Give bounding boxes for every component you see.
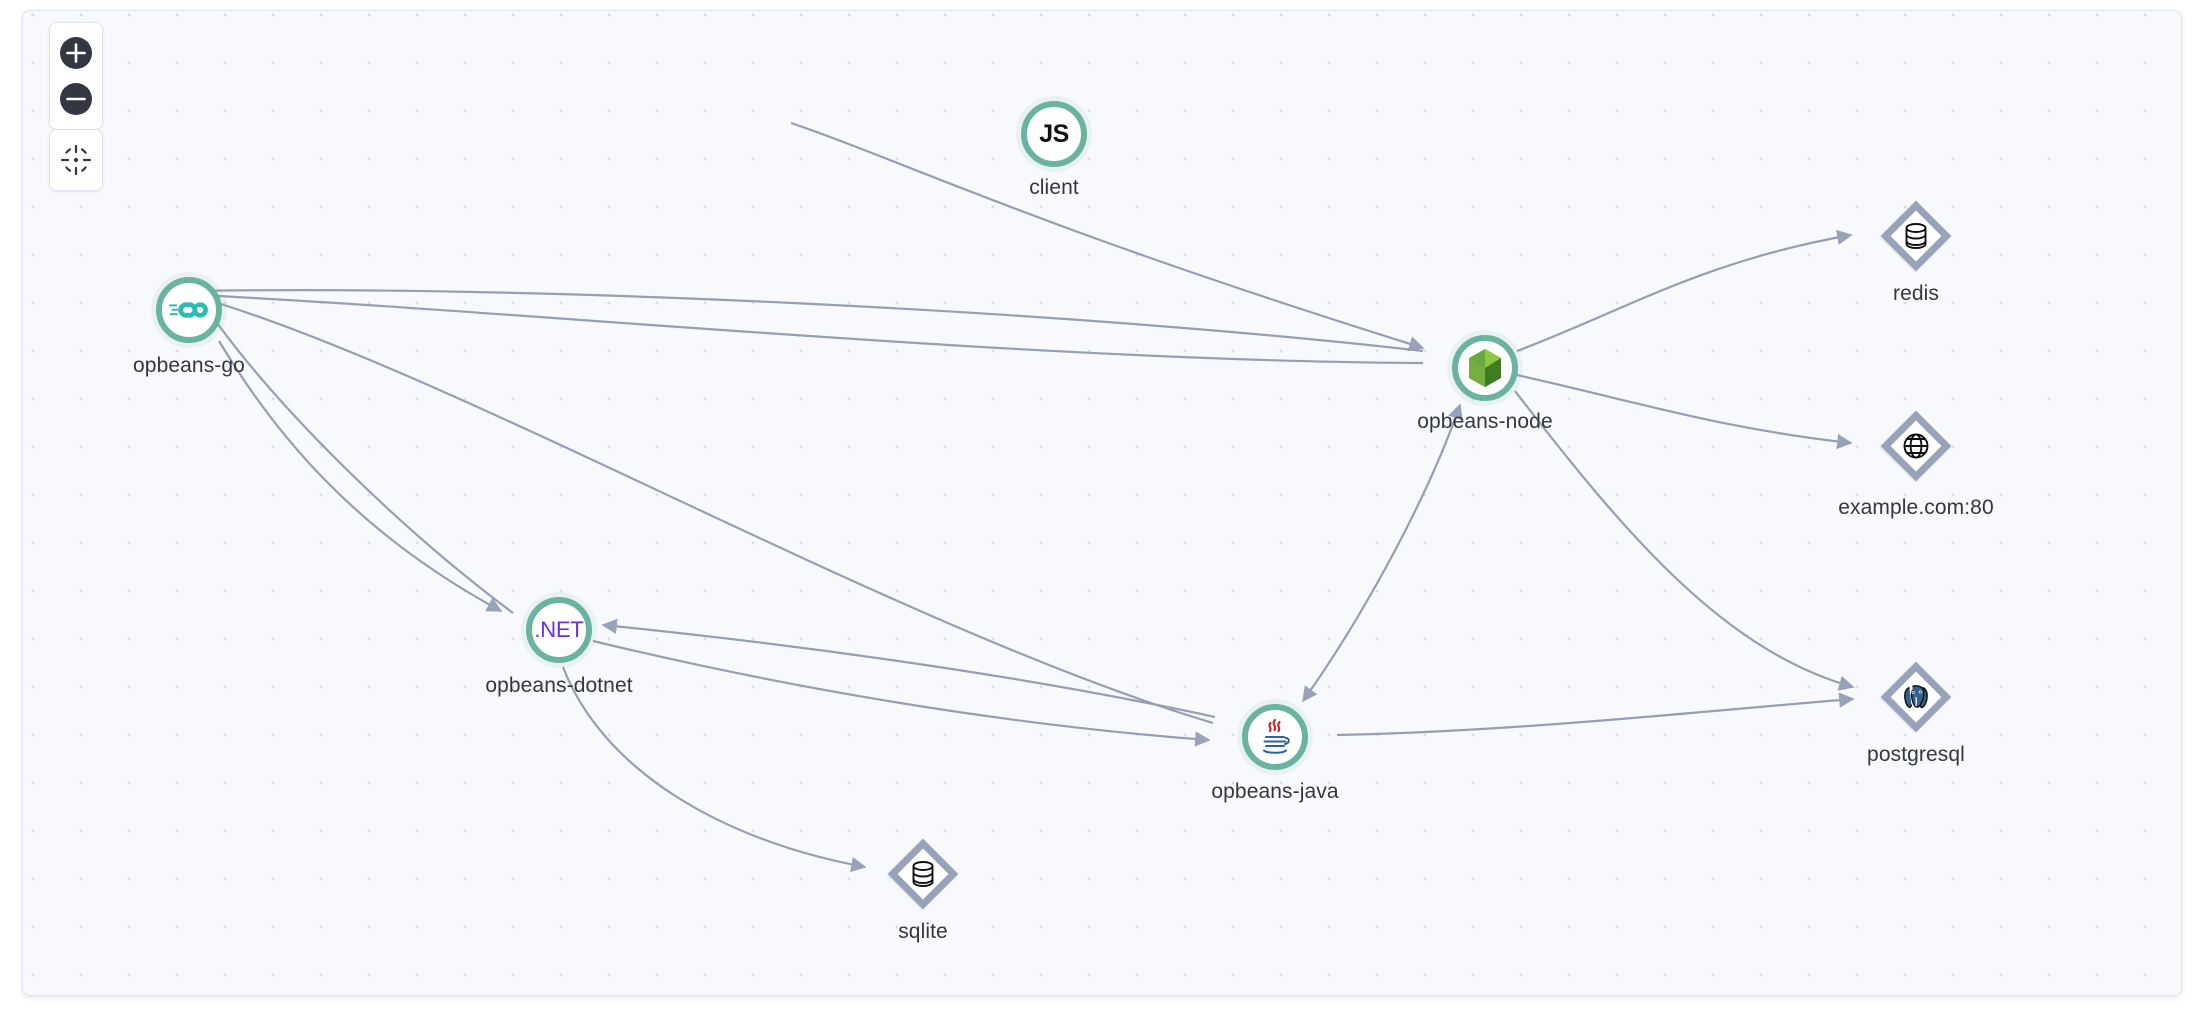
nodejs-icon — [1469, 349, 1501, 387]
dotnet-icon: .NET — [534, 617, 584, 642]
edge-opbeans-node-to-redis — [1516, 229, 1853, 353]
service-map-canvas[interactable]: JS client — [22, 10, 2182, 996]
zoom-controls — [49, 22, 103, 130]
edge-opbeans-dotnet-to-opbeans-java — [592, 639, 1211, 747]
node-opbeans-go-shape[interactable] — [156, 277, 222, 343]
node-opbeans-java-shape[interactable] — [1242, 704, 1308, 770]
edge-opbeans-node-to-example — [1516, 373, 1853, 450]
node-redis-shape[interactable] — [1880, 200, 1952, 272]
node-postgresql-label: postgresql — [1867, 743, 1965, 766]
node-example-label: example.com:80 — [1838, 496, 1994, 519]
node-opbeans-java-label: opbeans-java — [1211, 780, 1339, 803]
java-icon — [1263, 718, 1290, 754]
globe-icon — [1902, 432, 1930, 460]
edge-opbeans-node-to-opbeans-go — [193, 283, 1424, 353]
node-client-label: client — [1029, 176, 1079, 199]
minus-icon — [60, 83, 92, 115]
node-opbeans-dotnet-shape[interactable]: .NET — [526, 597, 592, 663]
edge-client-to-opbeans-node — [790, 121, 1425, 352]
edge-opbeans-dotnet-to-opbeans-go — [202, 301, 514, 614]
zoom-in-button[interactable] — [50, 30, 102, 76]
zoom-out-button[interactable] — [50, 76, 102, 122]
node-sqlite-label: sqlite — [898, 920, 948, 943]
node-opbeans-go-label: opbeans-go — [133, 354, 245, 377]
postgresql-icon — [1900, 681, 1932, 713]
edge-opbeans-node-to-postgresql — [1514, 390, 1855, 691]
edge-opbeans-java-to-opbeans-dotnet — [601, 618, 1216, 719]
center-map-button[interactable] — [50, 137, 102, 183]
edge-opbeans-go-to-opbeans-dotnet — [218, 340, 503, 612]
node-opbeans-node-label: opbeans-node — [1417, 410, 1553, 433]
edge-opbeans-java-to-postgresql — [1336, 692, 1855, 737]
edge-opbeans-node-to-opbeans-go-alt — [197, 293, 1424, 365]
crosshair-icon — [60, 144, 92, 176]
node-postgresql-shape[interactable] — [1880, 661, 1952, 733]
node-client-shape[interactable]: JS — [1021, 101, 1087, 167]
node-opbeans-dotnet-label: opbeans-dotnet — [485, 674, 633, 697]
edge-opbeans-node-to-opbeans-java — [1302, 403, 1463, 703]
js-icon: JS — [1039, 119, 1069, 148]
database-icon — [910, 860, 936, 888]
plus-icon — [60, 37, 92, 69]
edge-opbeans-java-to-opbeans-go — [199, 294, 1214, 725]
node-opbeans-node-shape[interactable] — [1452, 335, 1518, 401]
center-controls — [49, 129, 103, 191]
node-sqlite-shape[interactable] — [887, 838, 959, 910]
go-icon — [169, 302, 208, 318]
database-icon — [1903, 222, 1929, 250]
node-example-shape[interactable] — [1880, 410, 1952, 482]
node-redis-label: redis — [1892, 282, 1940, 305]
